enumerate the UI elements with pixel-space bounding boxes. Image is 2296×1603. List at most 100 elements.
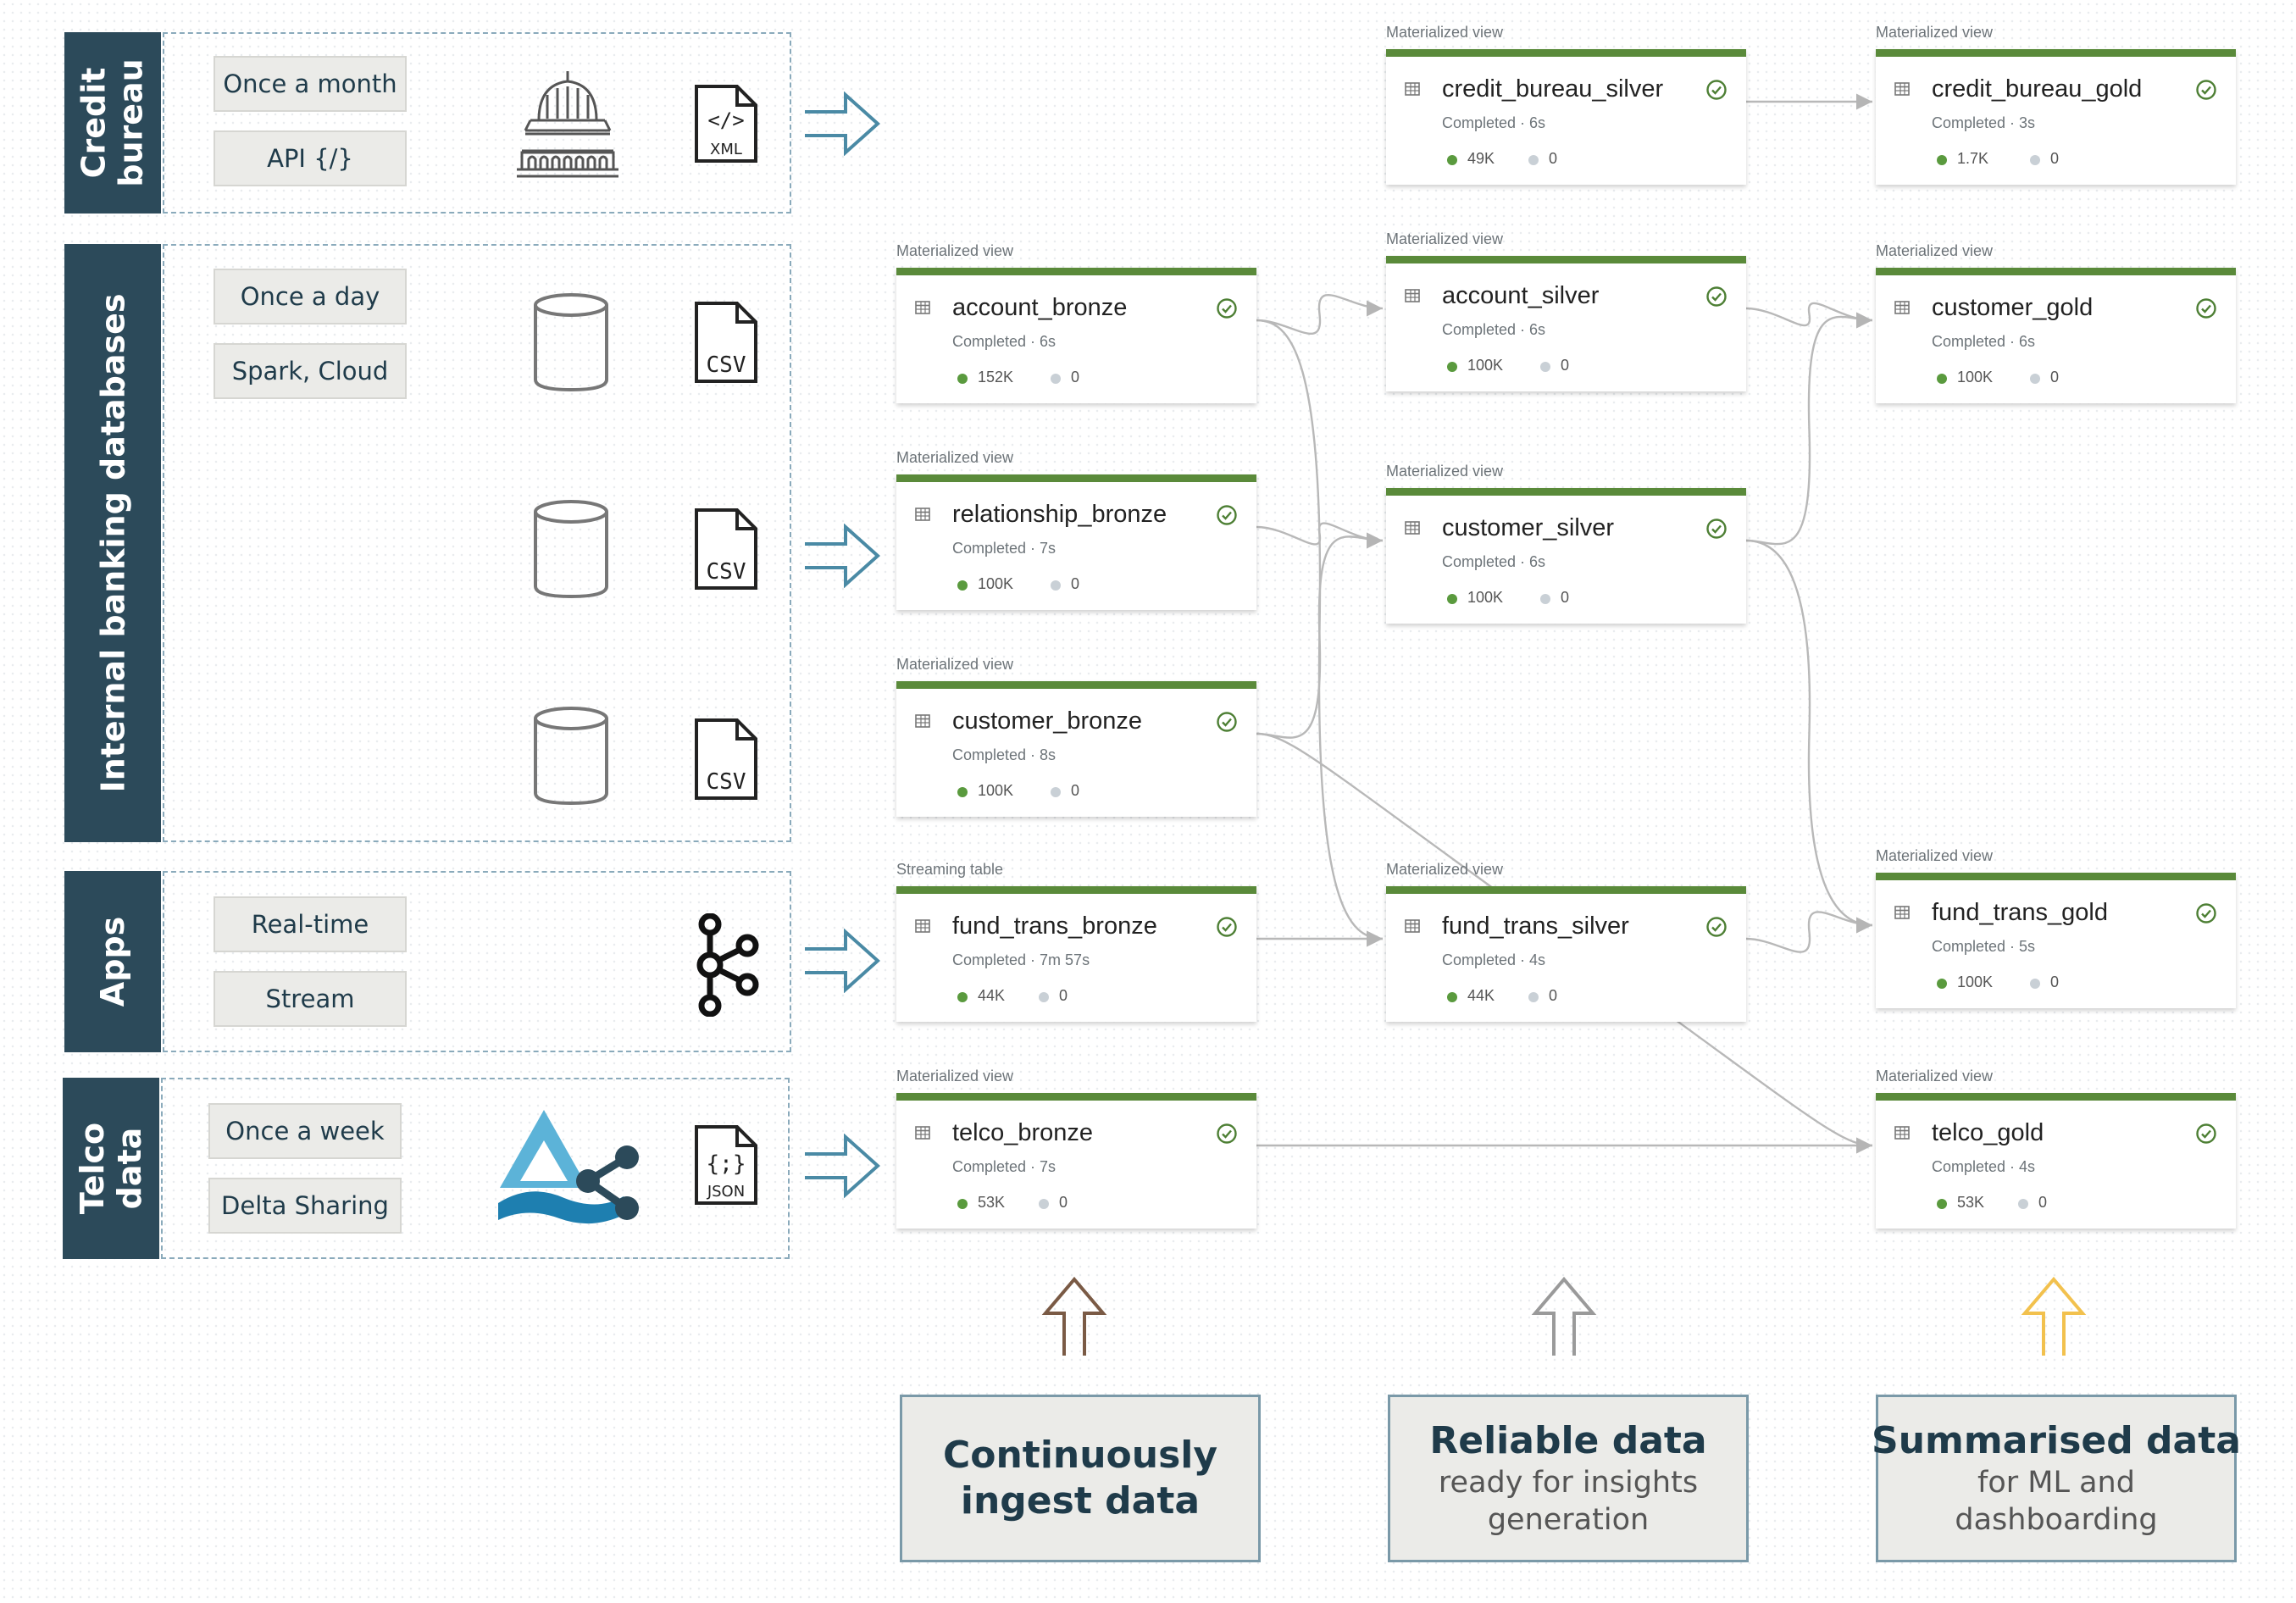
node-name: telco_gold: [1932, 1119, 2044, 1146]
rows-status-dot: [957, 992, 968, 1002]
node-type-label: Materialized view: [896, 1068, 1014, 1084]
dropped-status-dot: [1540, 594, 1550, 604]
rows-count: 49K: [1467, 150, 1495, 167]
node-status: Completed · 6s: [1442, 553, 1546, 570]
rows-status-dot: [957, 580, 968, 591]
database-icon: [534, 500, 608, 599]
json-file-icon: {;} JSON: [695, 1125, 757, 1205]
node-type-label: Materialized view: [1876, 847, 1994, 864]
rows-status-dot: [957, 1199, 968, 1209]
node-name: fund_trans_bronze: [952, 912, 1157, 940]
check-circle-icon: [1217, 712, 1237, 732]
source-group-credit-bureau: [163, 32, 791, 214]
dropped-status-dot: [1528, 992, 1539, 1002]
node-name: credit_bureau_silver: [1442, 75, 1664, 103]
svg-text:</>: </>: [707, 108, 744, 132]
ingest-arrow-icon: [805, 1134, 880, 1198]
node-type-label: Materialized view: [1876, 1068, 1994, 1084]
dropped-status-dot: [1051, 580, 1061, 591]
source-label-apps: Apps: [64, 871, 161, 1052]
rows-count: 100K: [978, 575, 1014, 592]
dropped-count: 0: [2050, 973, 2060, 990]
dropped-status-dot: [1039, 992, 1049, 1002]
node-type-label: Materialized view: [1386, 230, 1504, 247]
rows-status-dot: [1937, 155, 1947, 165]
rows-status-dot: [1937, 979, 1947, 989]
node-status: Completed · 6s: [1442, 321, 1546, 338]
check-circle-icon: [2196, 298, 2216, 319]
rows-status-dot: [1447, 594, 1457, 604]
table-icon: [1405, 289, 1420, 302]
source-label-telco: Telco data: [63, 1078, 159, 1259]
method-tag: Stream: [214, 971, 407, 1027]
node-name: credit_bureau_gold: [1932, 75, 2143, 103]
dropped-count: 0: [1549, 150, 1558, 167]
dropped-status-dot: [2030, 979, 2040, 989]
pipeline-edge: [1745, 539, 1873, 934]
node-type-label: Materialized view: [1386, 463, 1504, 480]
caption-title: Reliable data: [1429, 1419, 1707, 1462]
rows-count: 100K: [1957, 973, 1994, 990]
rows-status-dot: [957, 787, 968, 797]
node-name: telco_bronze: [952, 1119, 1094, 1146]
dropped-count: 0: [1059, 987, 1068, 1004]
table-icon: [915, 508, 930, 521]
caption-subtitle: ready for insights generation: [1438, 1466, 1699, 1537]
node-type-label: Materialized view: [896, 242, 1014, 259]
dropped-status-dot: [2018, 1199, 2028, 1209]
dropped-status-dot: [2030, 155, 2040, 165]
node-status: Completed · 7m 57s: [952, 951, 1090, 968]
gold-caption: Summarised data for ML and dashboarding: [1872, 1395, 2241, 1562]
source-group-internal-banking: [163, 244, 791, 842]
node-name: account_bronze: [952, 294, 1128, 321]
rows-count: 100K: [1467, 589, 1504, 606]
pipeline-edge: [1745, 302, 1873, 329]
file-format-label: CSV: [707, 559, 746, 585]
rows-count: 44K: [978, 987, 1006, 1004]
check-circle-icon: [1706, 917, 1727, 937]
rows-status-dot: [1937, 374, 1947, 384]
frequency-tag: Real-time: [214, 896, 407, 952]
node-name: relationship_bronze: [952, 501, 1167, 528]
ingest-arrow-icon: [805, 524, 880, 588]
table-icon: [1894, 301, 1910, 314]
node-type-label: Materialized view: [1386, 24, 1504, 41]
node-status: Completed · 7s: [952, 540, 1056, 557]
dropped-status-dot: [1540, 362, 1550, 372]
database-icon: [534, 293, 608, 392]
source-label-internal-banking: Internal banking databases: [64, 244, 161, 842]
kafka-icon: [696, 913, 759, 1017]
node-type-label: Materialized view: [1876, 242, 1994, 259]
source-group-apps: [163, 871, 791, 1052]
database-icon: [534, 707, 608, 806]
node-status: Completed · 6s: [1442, 114, 1546, 131]
csv-file-icon: CSV: [695, 302, 757, 383]
rows-count: 1.7K: [1957, 150, 1989, 167]
caption-subtitle: for ML and dashboarding: [1955, 1466, 2158, 1537]
csv-file-icon: CSV: [695, 508, 757, 590]
node-type-label: Materialized view: [1876, 24, 1994, 41]
rows-count: 53K: [1957, 1194, 1985, 1211]
node-name: customer_gold: [1932, 294, 2094, 321]
table-icon: [1405, 82, 1420, 96]
table-icon: [915, 301, 930, 314]
node-name: customer_bronze: [952, 707, 1143, 735]
node-name: fund_trans_gold: [1932, 899, 2108, 926]
node-status: Completed · 8s: [952, 746, 1056, 763]
frequency-tag: Once a month: [214, 56, 407, 112]
file-format-label: XML: [710, 141, 742, 158]
